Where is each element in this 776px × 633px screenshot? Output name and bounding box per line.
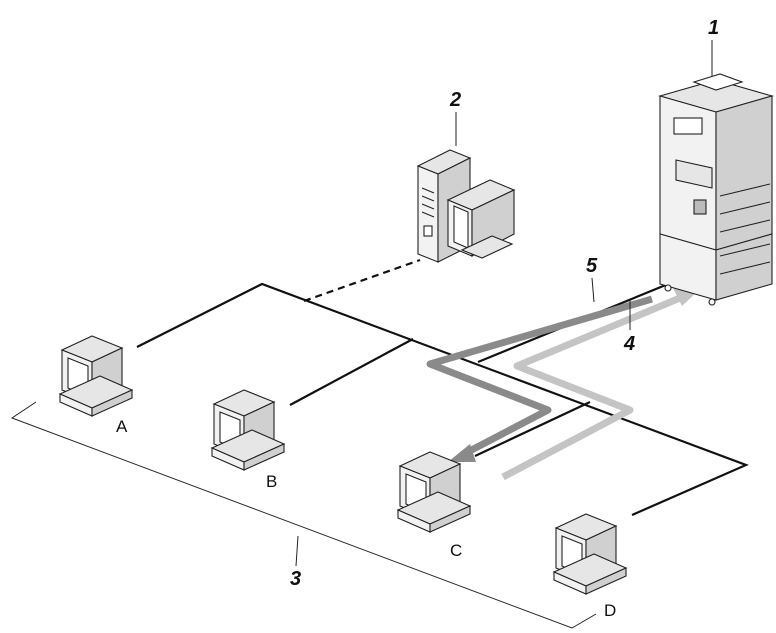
client-computer-a-icon <box>58 335 134 417</box>
callout-3: 3 <box>290 568 301 590</box>
client-label-d: D <box>604 601 616 620</box>
callout-2: 2 <box>449 89 461 111</box>
client-computer-c-icon <box>396 451 472 533</box>
client-label-c: C <box>450 541 462 560</box>
server-computer-icon <box>416 149 516 263</box>
callout-leaders <box>455 40 713 330</box>
client-label-a: A <box>116 417 128 436</box>
callout-4: 4 <box>623 333 635 355</box>
client-computer-d-icon <box>552 513 628 595</box>
arrow-5-print-to-client <box>426 295 653 462</box>
multifunction-printer-icon <box>657 73 775 306</box>
callout-1: 1 <box>708 17 719 39</box>
network-cables <box>136 258 749 517</box>
client-label-b: B <box>266 472 277 491</box>
lan-bracket <box>10 401 597 629</box>
client-computer-b-icon <box>210 389 286 471</box>
callout-5: 5 <box>586 255 598 277</box>
